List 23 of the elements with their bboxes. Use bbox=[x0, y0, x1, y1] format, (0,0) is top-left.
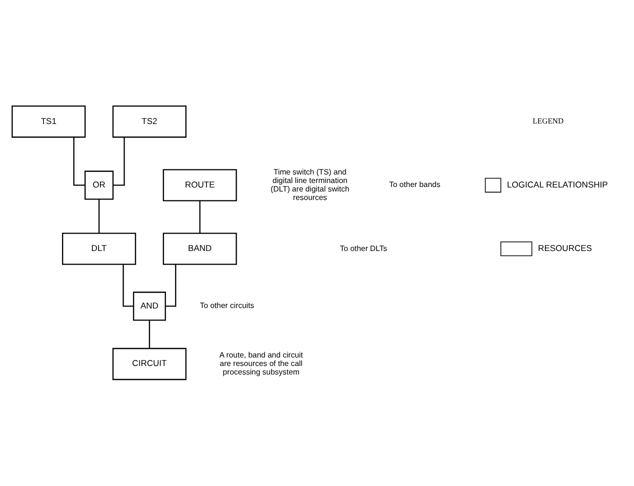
node-box: OR bbox=[84, 170, 114, 200]
connector bbox=[148, 320, 150, 348]
node-box: CIRCUIT bbox=[112, 348, 186, 380]
label: To other circuits bbox=[200, 301, 254, 310]
label: A route, band and circuit are resources of the call processing subsystem bbox=[219, 350, 303, 376]
node-box: ROUTE bbox=[162, 169, 237, 202]
node-box: AND bbox=[132, 292, 166, 321]
label: LEGEND bbox=[532, 116, 564, 126]
connector bbox=[98, 199, 100, 234]
label: Time switch (TS) and digital line termination (DLT) are digital switch resources bbox=[270, 167, 350, 202]
legend-label: RESOURCES bbox=[538, 242, 592, 253]
legend-label: LOGICAL RELATIONSHIP bbox=[507, 179, 608, 190]
node-box: DLT bbox=[62, 232, 136, 265]
node-box: TS1 bbox=[12, 106, 86, 138]
label: To other bands bbox=[389, 180, 440, 190]
connector bbox=[122, 264, 134, 307]
connector bbox=[113, 137, 125, 186]
connector bbox=[73, 137, 85, 186]
node-box: TS2 bbox=[112, 106, 186, 138]
connector bbox=[199, 200, 200, 234]
label: To other DLTs bbox=[340, 244, 388, 253]
node-box: BAND bbox=[162, 232, 237, 265]
connector bbox=[166, 264, 176, 307]
